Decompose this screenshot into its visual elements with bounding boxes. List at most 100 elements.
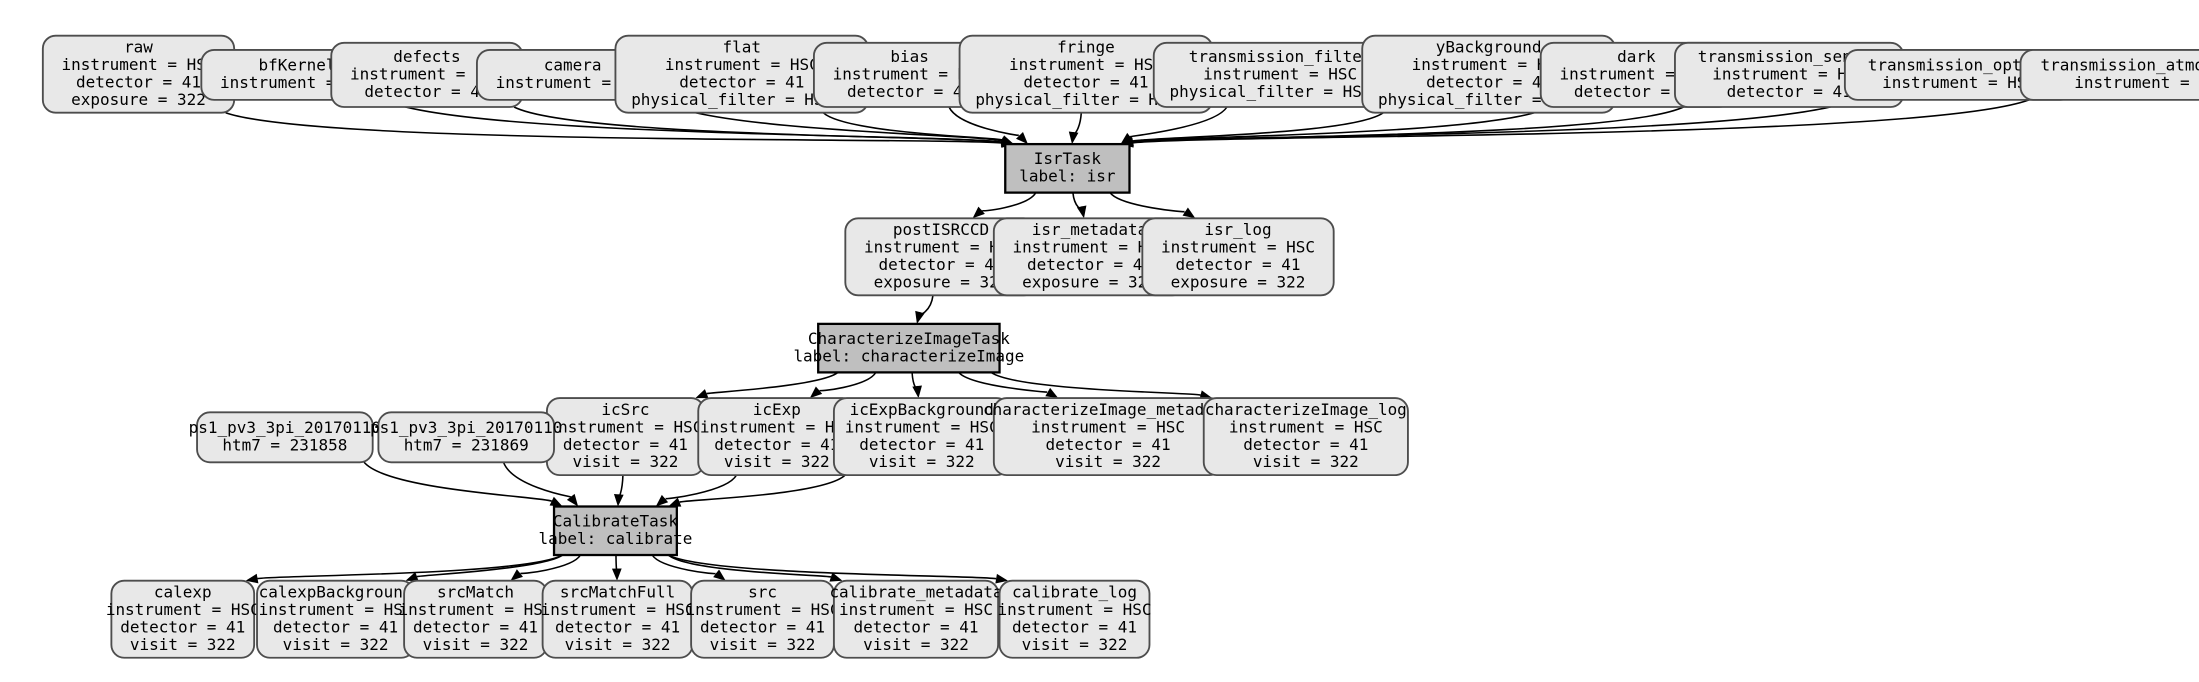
node-attribute: detector = 41 <box>878 255 1003 274</box>
node-title: icExpBackground <box>850 400 994 419</box>
edge-postISRCCD-to-CharacterizeImageTask <box>919 295 934 315</box>
node-title: IsrTask <box>1034 149 1102 168</box>
arrowhead <box>668 497 682 507</box>
node-title: calibrate_metadata <box>829 583 1002 602</box>
edge-defects-to-IsrTask <box>513 106 1002 143</box>
node-attribute: detector = 41 <box>413 617 538 636</box>
edge-CalibrateTask-to-calibrate_metadata <box>667 554 832 578</box>
node-attribute: instrument = HSC <box>839 600 993 619</box>
arrowhead <box>245 573 259 584</box>
node-attribute: instrument = HSC <box>1013 238 1167 257</box>
node-attribute: physical_filter = HSC-Y <box>1170 82 1392 101</box>
node-attribute: exposure = 322 <box>71 90 206 109</box>
edge-CharacterizeImageTask-to-icSrc <box>706 371 839 395</box>
dataset-box <box>832 579 1000 659</box>
edge-icExp-to-CalibrateTask <box>664 474 738 500</box>
node-attribute: instrument = HSC <box>496 73 650 92</box>
node-attribute: physical_filter = HSC-Y <box>631 90 853 109</box>
arrowhead <box>995 573 1009 584</box>
edge-transmission_optics-to-IsrTask <box>1132 99 1854 144</box>
node-title: ps1_pv3_3pi_20170110 <box>189 418 381 437</box>
node-title: transmission_atmosphere <box>2041 56 2199 75</box>
edge-transmission_filter-to-IsrTask <box>1129 106 1228 138</box>
arrowhead <box>713 569 726 581</box>
node-attribute: visit = 322 <box>869 452 975 471</box>
node-attribute: label: characterizeImage <box>793 346 1024 365</box>
edge-transmission_atmosphere-to-IsrTask <box>1132 99 2030 144</box>
node-title: calexpBackground <box>259 583 413 602</box>
node-attribute: detector = 41 <box>1023 72 1148 91</box>
node-attribute: instrument = HSC <box>1412 55 1566 74</box>
arrowhead <box>829 572 843 582</box>
node-title: icExp <box>753 400 801 419</box>
node-attribute: instrument = HSC <box>1882 73 2036 92</box>
node-attribute: detector = 41 <box>1574 82 1699 101</box>
node-title: transmission_sensor <box>1698 47 1881 66</box>
edge-IsrTask-to-postISRCCD <box>980 192 1037 212</box>
node-title: raw <box>124 38 153 57</box>
dataset-node-transmission_atmosphere[interactable]: transmission_atmosphereinstrument = HSC <box>2019 49 2199 101</box>
node-title: characterizeImage_metadata <box>983 400 1233 419</box>
edge-IsrTask-to-isr_metadata <box>1072 192 1083 210</box>
node-title: srcMatchFull <box>560 583 675 602</box>
node-title: characterizeImage_log <box>1205 400 1407 419</box>
node-attribute: detector = 41 <box>1012 617 1137 636</box>
edge-icExpBackground-to-CalibrateTask <box>679 474 846 503</box>
node-attribute: visit = 322 <box>863 635 969 654</box>
node-title: transmission_filter <box>1189 47 1372 66</box>
arrowhead <box>549 496 563 507</box>
node-title: transmission_optics <box>1868 56 2051 75</box>
task-box <box>552 505 678 557</box>
node-attribute: detector = 41 <box>700 617 825 636</box>
node-title: calibrate_log <box>1012 583 1137 602</box>
arrowhead <box>613 494 624 507</box>
node-attribute: visit = 322 <box>724 452 830 471</box>
node-title: bfKernel <box>259 56 336 75</box>
node-title: bias <box>890 47 928 66</box>
node-attribute: visit = 322 <box>573 452 679 471</box>
node-title: camera <box>544 56 602 75</box>
edge-CalibrateTask-to-calexp <box>257 554 563 580</box>
dataset-box <box>998 579 1151 659</box>
node-attribute: instrument = HSC <box>665 55 819 74</box>
node-attribute: htm7 = 231858 <box>222 436 347 455</box>
dataset-box <box>377 411 555 464</box>
node-title: CharacterizeImageTask <box>808 329 1010 348</box>
node-title: CalibrateTask <box>553 512 678 531</box>
task-box <box>1004 142 1131 194</box>
node-attribute: instrument = HSC <box>1161 238 1315 257</box>
node-attribute: instrument = HSC <box>1031 417 1185 436</box>
edge-CalibrateTask-to-srcMatch <box>519 554 582 575</box>
node-attribute: instrument = HSC <box>62 55 216 74</box>
node-attribute: instrument = HSC <box>1229 417 1383 436</box>
node-attribute: instrument = HSC <box>541 600 695 619</box>
